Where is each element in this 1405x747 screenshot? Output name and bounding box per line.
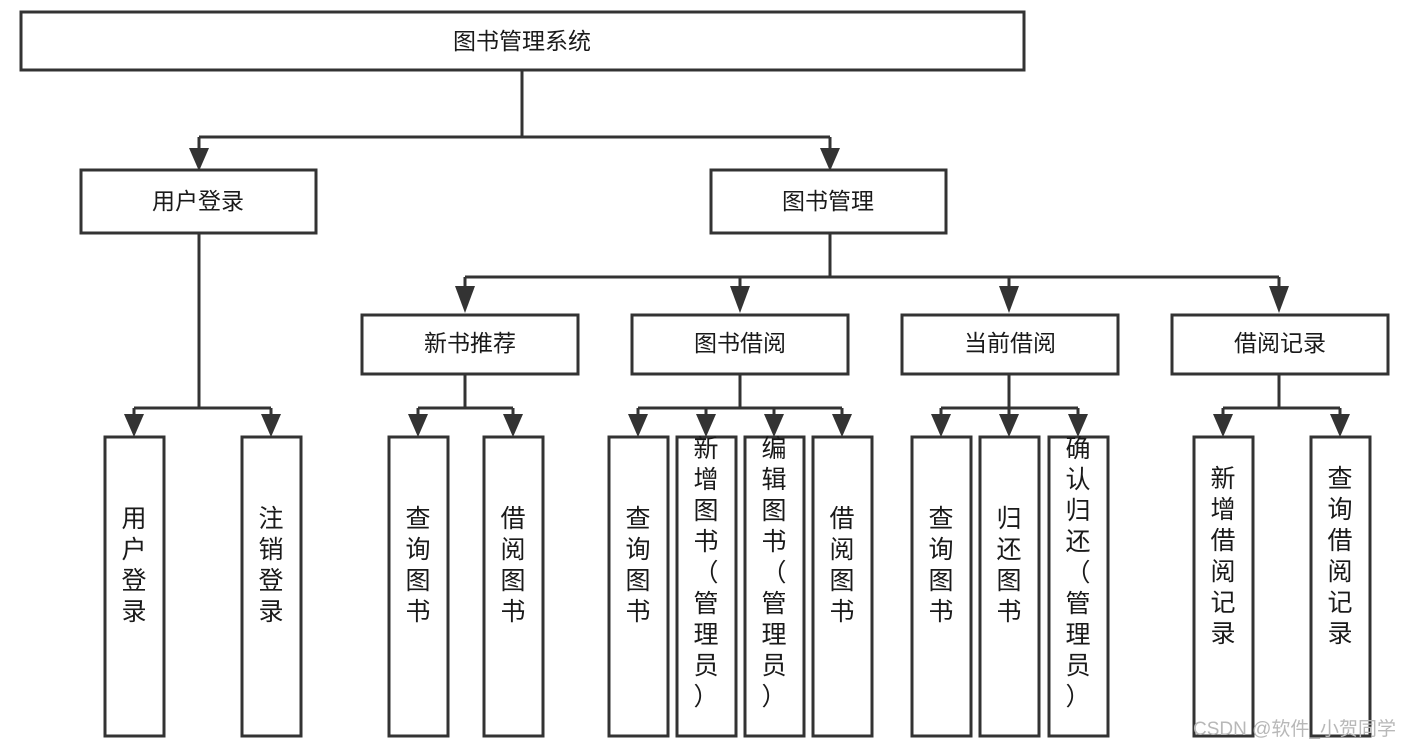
node-leaf-query-book-2-box[interactable] [607, 435, 670, 738]
node-borrow-record-label: 借阅记录 [1234, 330, 1326, 356]
node-leaf-query-book-3-label: 查询图书 [928, 505, 953, 626]
arrow-br-leaf-1 [1213, 414, 1233, 437]
node-borrow-record-box[interactable] [1170, 313, 1390, 376]
arrow-nbr-leaf-2 [503, 414, 523, 437]
arrow-bb-leaf-1 [628, 414, 648, 437]
arrow-bb-leaf-3 [764, 414, 784, 437]
arrow-user-login-to-leaf-1 [124, 414, 144, 437]
node-leaf-add-book-box[interactable] [675, 435, 738, 738]
node-leaf-add-borrow-record-label: 新增借阅记录 [1210, 465, 1235, 648]
arrow-bb-leaf-2 [696, 414, 716, 437]
arrow-nbr-leaf-1 [408, 414, 428, 437]
arrow-br-leaf-2 [1330, 414, 1350, 437]
node-leaf-borrow-book-2-label: 借阅图书 [829, 505, 854, 626]
edge-book-borrow-to-bus [636, 374, 844, 418]
node-leaf-query-book-3-box[interactable] [910, 435, 973, 738]
node-leaf-logout-login-label: 注销登录 [258, 505, 283, 626]
node-book-management[interactable]: 图书管理 [709, 168, 948, 235]
node-book-management-label: 图书管理 [782, 188, 874, 214]
arrow-cb-leaf-1 [931, 414, 951, 437]
edge-current-borrow-to-bus [939, 374, 1080, 418]
node-leaf-user-login-box[interactable] [103, 435, 166, 738]
node-leaf-return-book-label: 归还图书 [996, 505, 1021, 626]
edge-borrow-record-to-bus [1221, 374, 1342, 418]
node-leaf-query-borrow-record[interactable]: 查询借阅记录 [1309, 435, 1372, 738]
node-leaf-logout-login[interactable]: 注销登录 [240, 435, 303, 738]
node-current-borrow-label: 当前借阅 [964, 330, 1056, 356]
node-new-book-recommend[interactable]: 新书推荐 [360, 313, 580, 376]
arrow-cb-leaf-3 [1068, 414, 1088, 437]
node-leaf-add-borrow-record[interactable]: 新增借阅记录 [1192, 435, 1255, 738]
arrow-to-new-book-recommend [455, 286, 475, 313]
node-leaf-query-book-3[interactable]: 查询图书 [910, 435, 973, 738]
edge-new-book-recommend-to-bus [416, 374, 515, 418]
node-root-box[interactable] [19, 10, 1026, 72]
node-leaf-return-book[interactable]: 归还图书 [978, 435, 1041, 738]
node-root-label: 图书管理系统 [453, 28, 591, 54]
node-leaf-query-book-2[interactable]: 查询图书 [607, 435, 670, 738]
node-borrow-record[interactable]: 借阅记录 [1170, 313, 1390, 376]
node-leaf-query-book-1[interactable]: 查询图书 [387, 435, 450, 738]
edge-book-management-to-bus [463, 233, 1281, 290]
arrow-cb-leaf-2 [999, 414, 1019, 437]
edge-user-login-to-bus [132, 233, 273, 418]
node-leaf-query-borrow-record-box[interactable] [1309, 435, 1372, 738]
arrow-root-to-book-management [820, 148, 840, 171]
arrow-to-borrow-record [1269, 286, 1289, 313]
node-current-borrow[interactable]: 当前借阅 [900, 313, 1120, 376]
node-leaf-edit-book-label: 编辑图书（管理员） [761, 435, 786, 711]
node-new-book-recommend-label: 新书推荐 [424, 330, 516, 356]
node-leaf-borrow-book-1-box[interactable] [482, 435, 545, 738]
node-leaf-borrow-book-2-box[interactable] [811, 435, 874, 738]
arrow-to-current-borrow [999, 286, 1019, 313]
node-leaf-confirm-return-box[interactable] [1047, 435, 1110, 738]
node-user-login[interactable]: 用户登录 [79, 168, 318, 235]
node-leaf-user-login-label: 用户登录 [121, 505, 146, 626]
node-leaf-query-book-2-label: 查询图书 [625, 505, 650, 626]
node-leaf-borrow-book-1-label: 借阅图书 [500, 505, 525, 626]
node-leaf-borrow-book-1[interactable]: 借阅图书 [482, 435, 545, 738]
node-new-book-recommend-box[interactable] [360, 313, 580, 376]
node-leaf-confirm-return-label: 确认归还（管理员） [1065, 435, 1090, 711]
csdn-watermark: CSDN @软件_小贺同学 [1193, 718, 1396, 740]
node-leaf-return-book-box[interactable] [978, 435, 1041, 738]
node-leaf-query-book-1-label: 查询图书 [405, 505, 430, 626]
arrow-to-book-borrow [730, 286, 750, 313]
node-leaf-query-book-1-box[interactable] [387, 435, 450, 738]
node-book-management-box[interactable] [709, 168, 948, 235]
node-leaf-confirm-return[interactable]: 确认归还（管理员） [1047, 435, 1110, 738]
node-book-borrow[interactable]: 图书借阅 [630, 313, 850, 376]
node-leaf-borrow-book-2[interactable]: 借阅图书 [811, 435, 874, 738]
node-leaf-logout-login-box[interactable] [240, 435, 303, 738]
arrow-bb-leaf-4 [832, 414, 852, 437]
node-current-borrow-box[interactable] [900, 313, 1120, 376]
node-root[interactable]: 图书管理系统 [19, 10, 1026, 72]
edge-root-to-bus [197, 70, 832, 152]
arrow-root-to-user-login [189, 148, 209, 171]
node-leaf-add-book-label: 新增图书（管理员） [693, 435, 718, 711]
node-user-login-box[interactable] [79, 168, 318, 235]
node-leaf-add-borrow-record-box[interactable] [1192, 435, 1255, 738]
node-leaf-add-book[interactable]: 新增图书（管理员） [675, 435, 738, 738]
node-book-borrow-box[interactable] [630, 313, 850, 376]
arrow-user-login-to-leaf-2 [261, 414, 281, 437]
node-leaf-edit-book[interactable]: 编辑图书（管理员） [743, 435, 806, 738]
node-leaf-edit-book-box[interactable] [743, 435, 806, 738]
node-leaf-user-login[interactable]: 用户登录 [103, 435, 166, 738]
connector-layer [124, 70, 1350, 437]
node-book-borrow-label: 图书借阅 [694, 330, 786, 356]
node-leaf-query-borrow-record-label: 查询借阅记录 [1327, 465, 1352, 648]
node-user-login-label: 用户登录 [152, 188, 244, 214]
